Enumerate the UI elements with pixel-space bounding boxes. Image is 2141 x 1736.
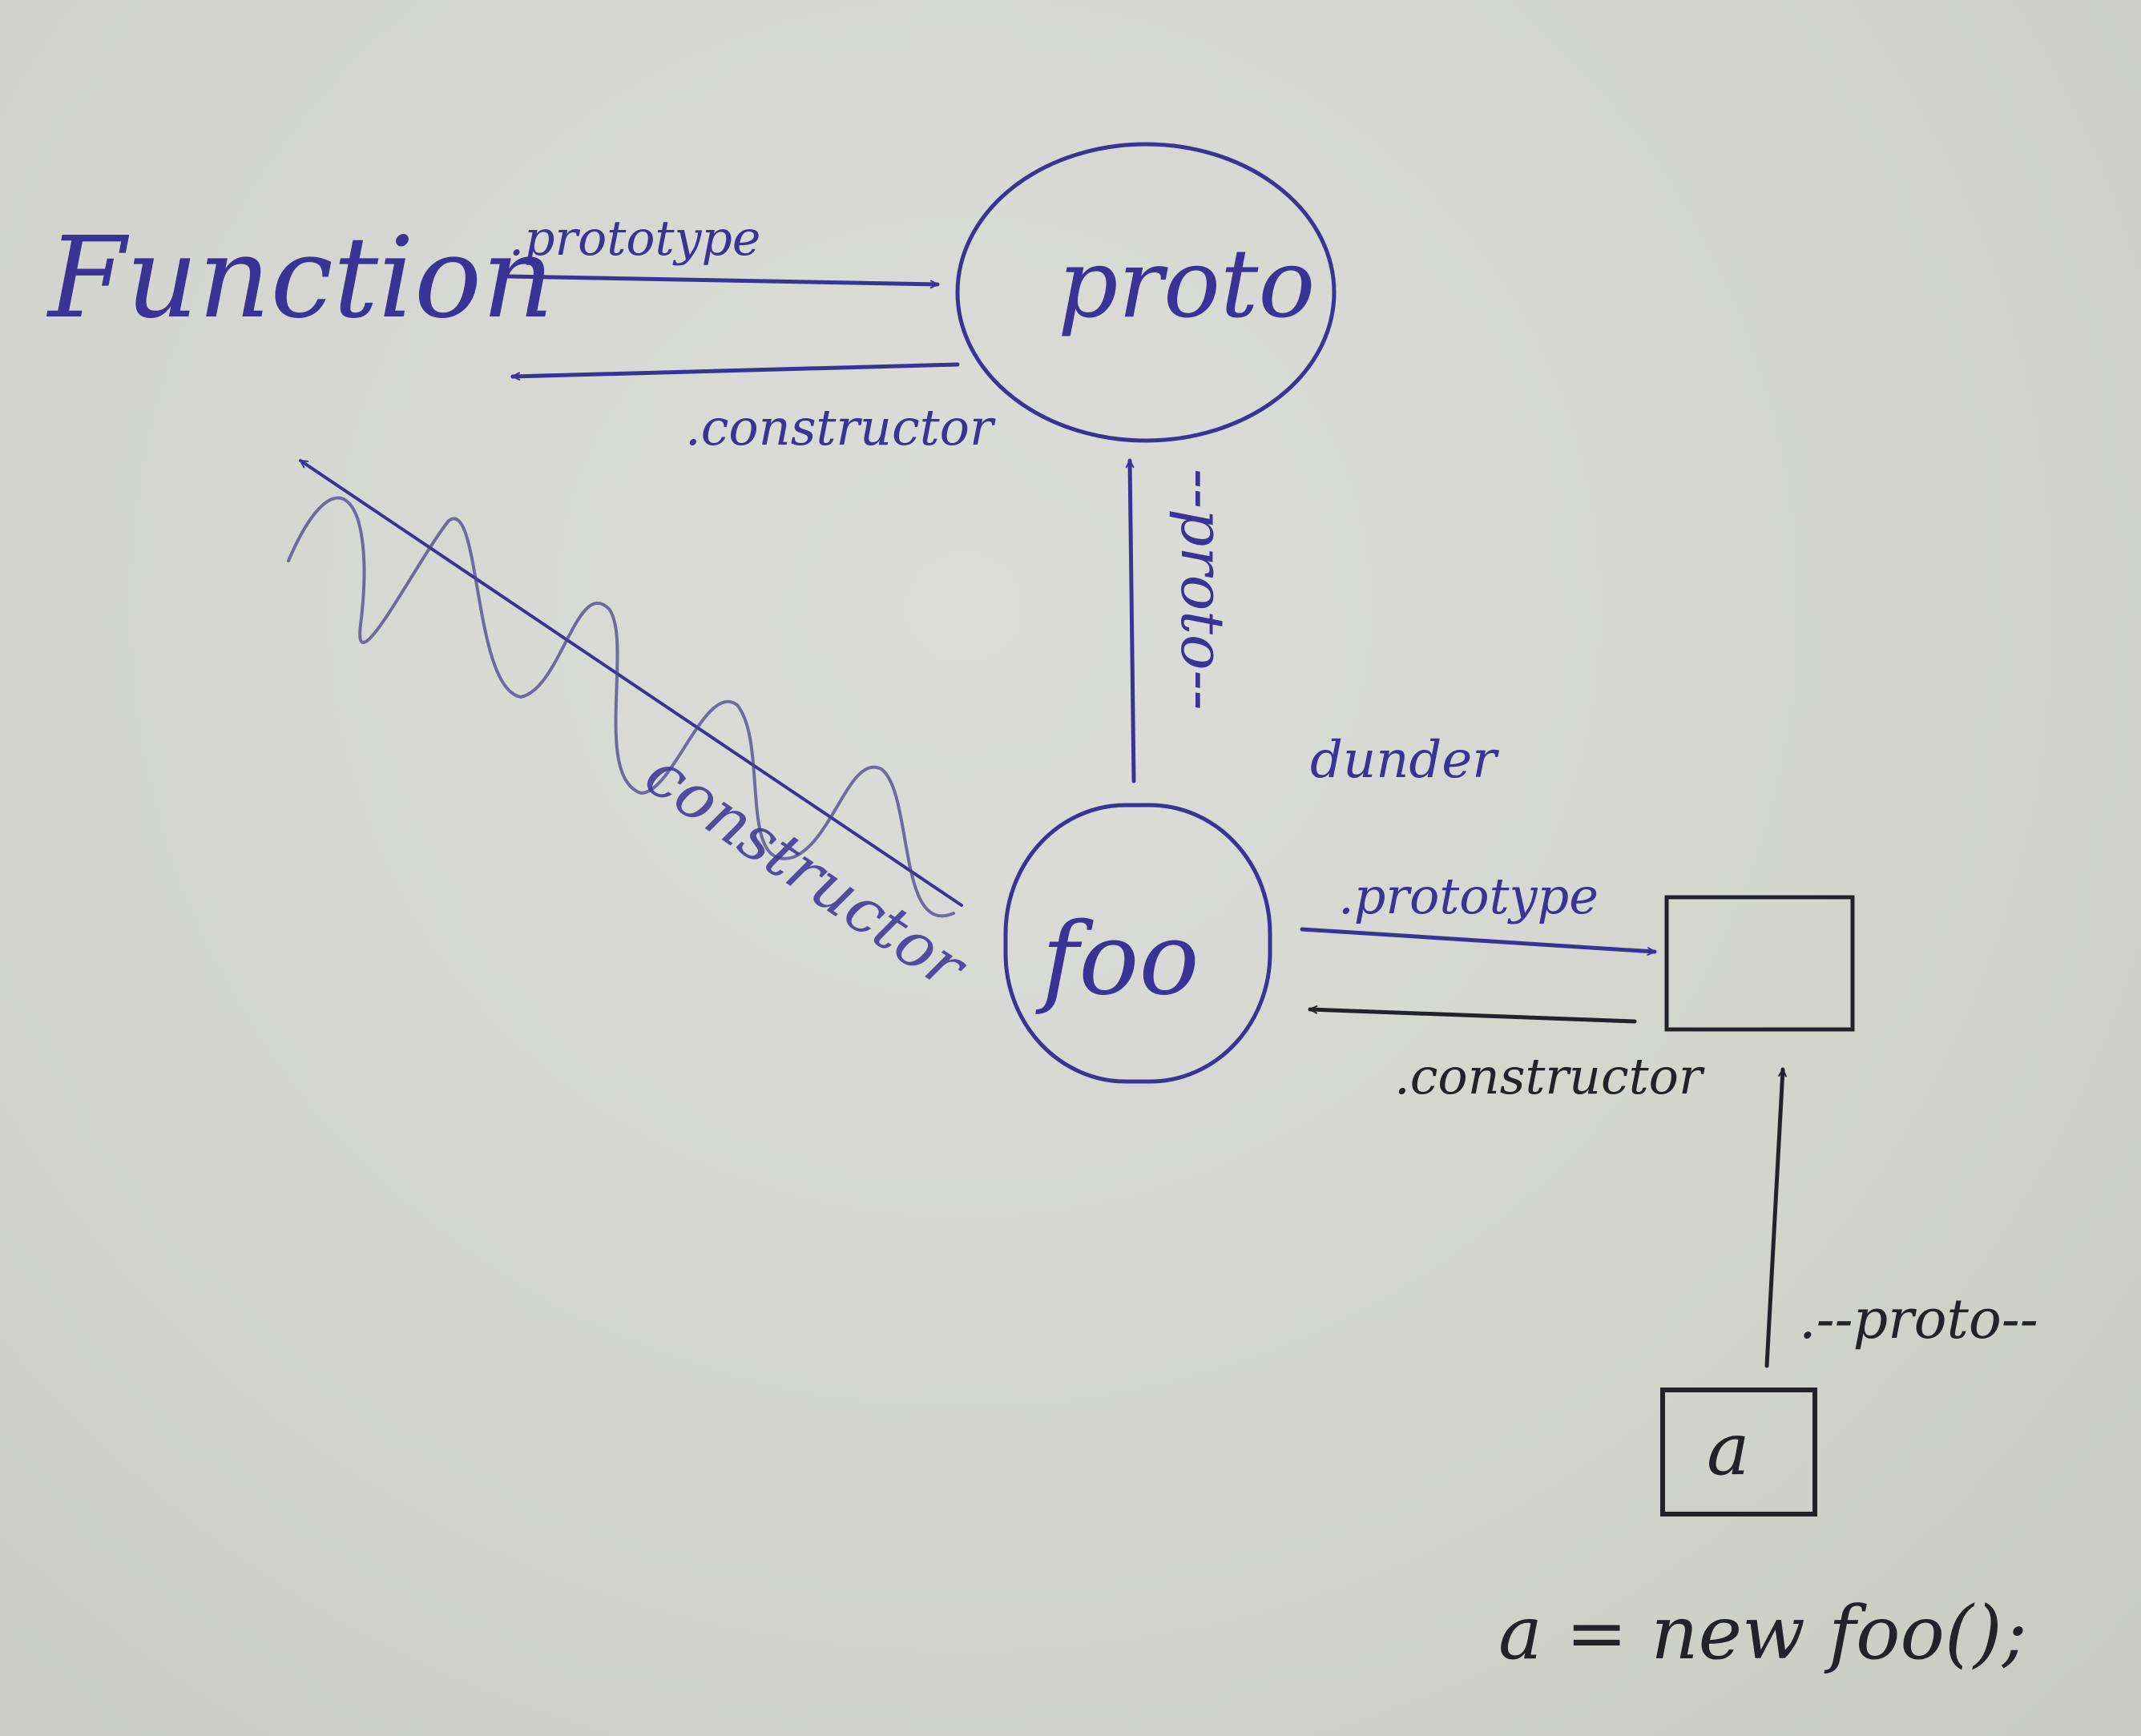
foo-proto-label: --proto-- bbox=[1167, 469, 1236, 711]
proto-label: proto bbox=[1058, 228, 1315, 339]
function-prototype-label: .prototype bbox=[509, 211, 760, 267]
crossed-out-constructor-label: constructor bbox=[632, 738, 981, 1005]
proto-node bbox=[955, 142, 1337, 443]
foo-label: foo bbox=[1035, 901, 1200, 1017]
a-proto-label: .--proto-- bbox=[1799, 1288, 2038, 1351]
foo-prototype-label: .prototype bbox=[1338, 867, 1599, 925]
proto-constructor-label: .constructor bbox=[685, 398, 996, 457]
dunder-note: dunder bbox=[1310, 731, 1499, 790]
a-to-box-arrow bbox=[1764, 1067, 1787, 1368]
foo-node bbox=[1003, 803, 1272, 1084]
code-line: a = new foo(); bbox=[1498, 1590, 2027, 1676]
crossed-out-arrow bbox=[299, 459, 963, 907]
foo-prototype-object bbox=[1664, 895, 1855, 1032]
function-label: Function bbox=[46, 213, 554, 344]
proto-to-function-arrow bbox=[510, 362, 960, 381]
function-to-proto-arrow bbox=[506, 274, 940, 289]
foo-to-proto-arrow bbox=[1125, 458, 1136, 783]
scribble bbox=[287, 496, 955, 918]
box-to-foo-arrow bbox=[1308, 1005, 1637, 1024]
instance-a-node bbox=[1660, 1388, 1817, 1516]
box-constructor-label: .constructor bbox=[1394, 1047, 1705, 1106]
instance-a-label: a bbox=[1707, 1408, 1750, 1492]
foo-to-box-arrow bbox=[1300, 927, 1657, 956]
crossed-out-constructor: constructor bbox=[287, 459, 981, 1005]
